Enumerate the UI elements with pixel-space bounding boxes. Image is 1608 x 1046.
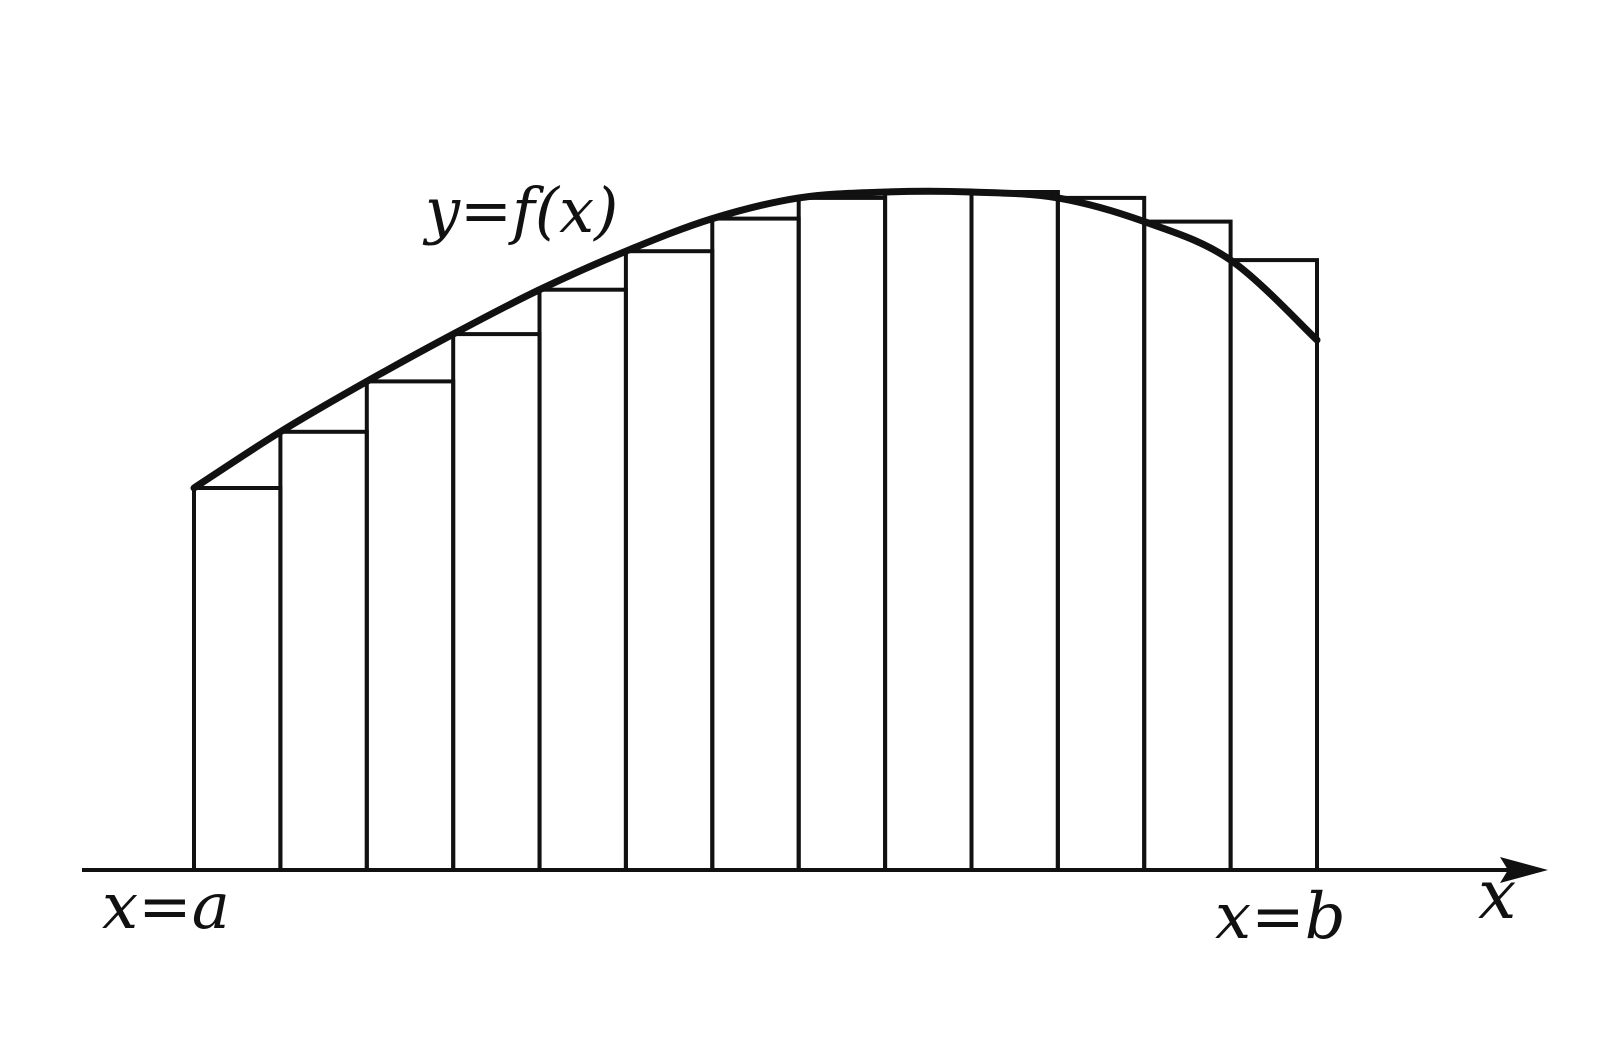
function-curve bbox=[190, 187, 1321, 492]
riemann-rectangle bbox=[710, 216, 801, 873]
riemann-rectangle bbox=[278, 429, 369, 872]
riemann-rectangle bbox=[1142, 219, 1233, 873]
riemann-rectangle bbox=[1055, 195, 1147, 872]
riemann-rectangle bbox=[537, 287, 628, 872]
riemann-rectangle bbox=[883, 190, 974, 872]
riemann-rectangle bbox=[969, 190, 1060, 872]
riemann-rectangle bbox=[451, 332, 542, 873]
riemann-rectangle bbox=[192, 486, 283, 872]
upper-bound-label: x=b bbox=[1215, 880, 1346, 954]
riemann-rectangle bbox=[623, 249, 715, 872]
x-axis-label: x bbox=[1478, 856, 1516, 935]
riemann-rectangle bbox=[796, 195, 888, 872]
x-axis-arrow bbox=[1500, 857, 1548, 883]
riemann-rectangle bbox=[1228, 258, 1319, 873]
riemann-rectangles bbox=[192, 190, 1319, 873]
curve-label: y=f(x) bbox=[422, 174, 618, 247]
lower-bound-label: x=a bbox=[102, 870, 230, 944]
riemann-rectangle bbox=[364, 379, 456, 872]
